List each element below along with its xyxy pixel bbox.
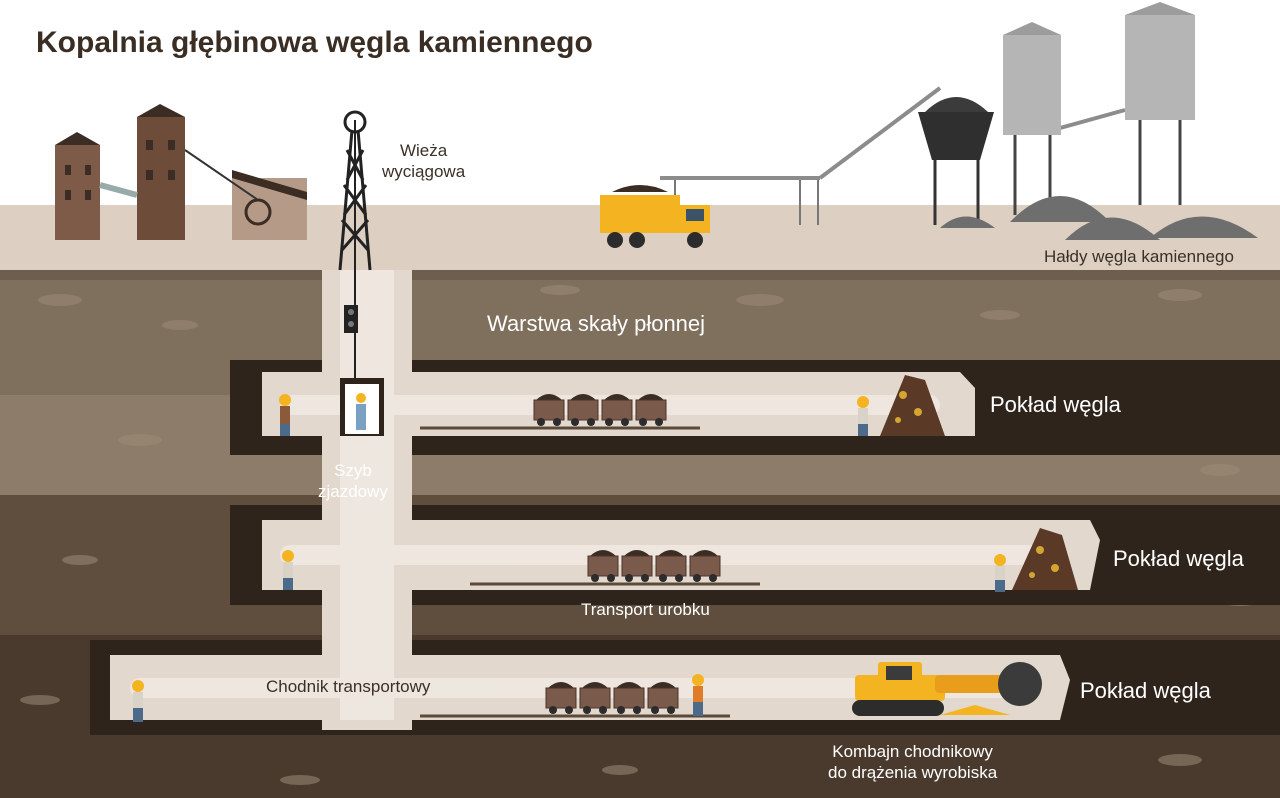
rails (420, 426, 760, 718)
roadheader-machine (852, 662, 1042, 716)
mine-cart (579, 682, 611, 714)
surface-conveyor (660, 86, 1126, 180)
mine-cart (601, 394, 633, 426)
page-title: Kopalnia głębinowa węgla kamiennego (36, 26, 593, 59)
headframe-label-line-2: wyciągowa (382, 162, 466, 182)
shaft-label-line-1: Szyb (334, 461, 372, 480)
coal-seam-2-label: Pokład węgla (1113, 546, 1244, 571)
mine-carts-level-1 (533, 394, 667, 426)
mine-cart (689, 550, 721, 582)
coal-seam-1-label: Pokład węgla (990, 392, 1121, 417)
headframe-label-line-1: Wieża (399, 141, 448, 160)
mine-cart (567, 394, 599, 426)
coal-heaps-label: Hałdy węgla kamiennego (1044, 247, 1234, 266)
mine-carts-level-3 (545, 682, 679, 714)
roadheader-label-line-2: do drążenia wyrobiska (828, 763, 998, 783)
mine-cart (621, 550, 653, 582)
silos (1003, 2, 1195, 215)
transport-gallery-label: Chodnik transportowy (266, 677, 431, 696)
roadheader-label: Kombajn chodnikowy do drążenia wyrobiska (828, 741, 997, 784)
dump-truck (600, 185, 710, 248)
coal-face-1 (880, 375, 945, 436)
mine-cart (533, 394, 565, 426)
shaft-cage (340, 120, 384, 436)
headframe-label: Wieża wyciągowa (382, 140, 465, 183)
coal-hopper (918, 97, 994, 225)
mine-cart (635, 394, 667, 426)
headframe-tower (338, 110, 372, 271)
mine-carts-level-2 (587, 550, 721, 582)
waste-rock-label: Warstwa skały płonnej (487, 311, 706, 336)
coal-heaps (940, 196, 1258, 240)
coal-face-2 (1012, 528, 1078, 590)
mine-cart (587, 550, 619, 582)
mine-cart (647, 682, 679, 714)
haulage-label: Transport urobku (581, 600, 710, 619)
miner-figures (132, 394, 1006, 722)
mine-buildings (55, 104, 307, 240)
sky (0, 0, 1280, 210)
mine-cart (545, 682, 577, 714)
shaft-label: Szyb zjazdowy (318, 460, 388, 503)
mine-cart (613, 682, 645, 714)
coal-seam-3-label: Pokład węgla (1080, 678, 1211, 703)
mine-cart (655, 550, 687, 582)
shaft-label-line-2: zjazdowy (318, 482, 388, 502)
roadheader-label-line-1: Kombajn chodnikowy (832, 742, 993, 761)
